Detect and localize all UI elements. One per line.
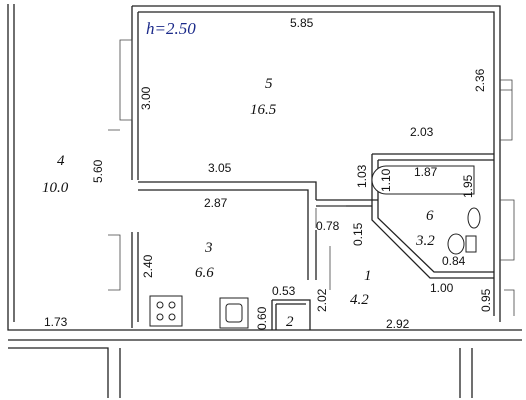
room-6-number: 6	[426, 208, 434, 224]
dim-5.85: 5.85	[290, 16, 314, 30]
dim-2.92: 2.92	[386, 317, 410, 331]
dim-1.87: 1.87	[414, 165, 438, 179]
dim-3.05: 3.05	[208, 161, 232, 175]
dim-2.40: 2.40	[141, 254, 155, 278]
dimension-lines	[315, 205, 346, 290]
dim-0.95: 0.95	[479, 288, 493, 312]
room-3-number: 3	[204, 240, 213, 256]
dim-1.03: 1.03	[355, 164, 369, 188]
room-4-area: 10.0	[42, 180, 69, 196]
burner	[156, 301, 164, 309]
dim-2.03: 2.03	[410, 125, 434, 139]
toilet	[447, 233, 465, 255]
room-5-area: 16.5	[250, 102, 277, 118]
room-5-number: 5	[265, 76, 273, 92]
burner	[168, 313, 176, 321]
dim-0.84: 0.84	[442, 254, 466, 268]
ceiling-height: h=2.50	[146, 19, 196, 38]
dim-2.36: 2.36	[473, 68, 487, 92]
burner	[156, 313, 164, 321]
dim-1.00: 1.00	[430, 281, 454, 295]
room-6-area: 3.2	[415, 233, 435, 249]
stove	[149, 295, 183, 327]
dim-1.73: 1.73	[44, 315, 68, 329]
windows	[108, 39, 515, 316]
dim-0.53: 0.53	[272, 284, 296, 298]
sink-basin	[225, 303, 243, 323]
dim-3.00: 3.00	[139, 86, 153, 110]
dim-5.60: 5.60	[91, 159, 105, 183]
room-1-number: 1	[364, 268, 372, 284]
fixtures	[149, 165, 481, 329]
room-2-number: 2	[286, 314, 294, 330]
dim-0.60: 0.60	[255, 306, 269, 330]
dim-1.95: 1.95	[461, 174, 475, 198]
dim-1.10: 1.10	[379, 168, 393, 192]
dim-2.02: 2.02	[315, 288, 329, 312]
dim-0.78: 0.78	[316, 219, 340, 233]
room-3-area: 6.6	[195, 265, 214, 281]
dim-2.87: 2.87	[204, 196, 228, 210]
room-1-area: 4.2	[350, 292, 369, 308]
room-4-number: 4	[57, 153, 65, 169]
burner	[168, 301, 176, 309]
walls	[7, 4, 522, 398]
bathtub	[371, 165, 475, 195]
toilet-tank	[465, 235, 477, 253]
washbasin	[467, 207, 481, 229]
dim-0.15: 0.15	[351, 222, 365, 246]
